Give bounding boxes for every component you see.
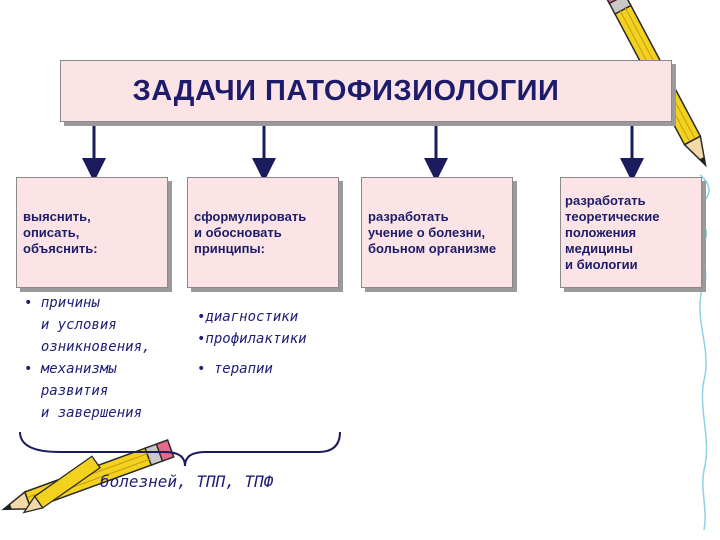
list-item: развития (24, 383, 109, 399)
box-line: выяснить, (23, 208, 91, 224)
box-line: разработать (565, 192, 646, 208)
box-line: учение о болезни, (368, 224, 486, 240)
box-line: положения (565, 224, 637, 240)
task-box-principles: сформулировать и обосновать принципы: (187, 177, 339, 288)
task-box-describe: выяснить, описать, объяснить: (16, 177, 168, 288)
footer-text: болезней, ТПП, ТПФ (100, 472, 274, 491)
box-line: описать, (23, 224, 80, 240)
box-line: принципы: (194, 240, 265, 256)
list-item: и завершения (24, 405, 143, 421)
list-spacer (197, 350, 307, 358)
list-item: •диагностики (197, 309, 299, 325)
task-box-disease-doctrine: разработать учение о болезни, больном ор… (361, 177, 513, 288)
box-line: разработать (368, 208, 449, 224)
list-item: и условия (24, 317, 117, 333)
box-line: больном организме (368, 240, 497, 256)
list-item: • механизмы (24, 361, 117, 377)
box-line: и биологии (565, 256, 638, 272)
causes-list: • причины и условия озникновения, • меха… (24, 292, 150, 424)
box-line: медицины (565, 240, 634, 256)
pencil-icon (22, 455, 101, 514)
list-item: • причины (24, 295, 100, 311)
box-line: теоретические (565, 208, 660, 224)
title-box: ЗАДАЧИ ПАТОФИЗИОЛОГИИ (60, 60, 672, 122)
list-item: озникновения, (24, 339, 151, 355)
task-box-theory: разработать теоретические положения меди… (560, 177, 702, 288)
box-line: сформулировать (194, 208, 307, 224)
box-line: объяснить: (23, 240, 98, 256)
page-title: ЗАДАЧИ ПАТОФИЗИОЛОГИИ (132, 74, 560, 107)
list-item: •профилактики (197, 331, 307, 347)
list-item: • терапии (197, 361, 273, 377)
brace (19, 431, 341, 467)
principles-list: •диагностики •профилактики • терапии (197, 306, 307, 380)
box-line: и обосновать (194, 224, 282, 240)
